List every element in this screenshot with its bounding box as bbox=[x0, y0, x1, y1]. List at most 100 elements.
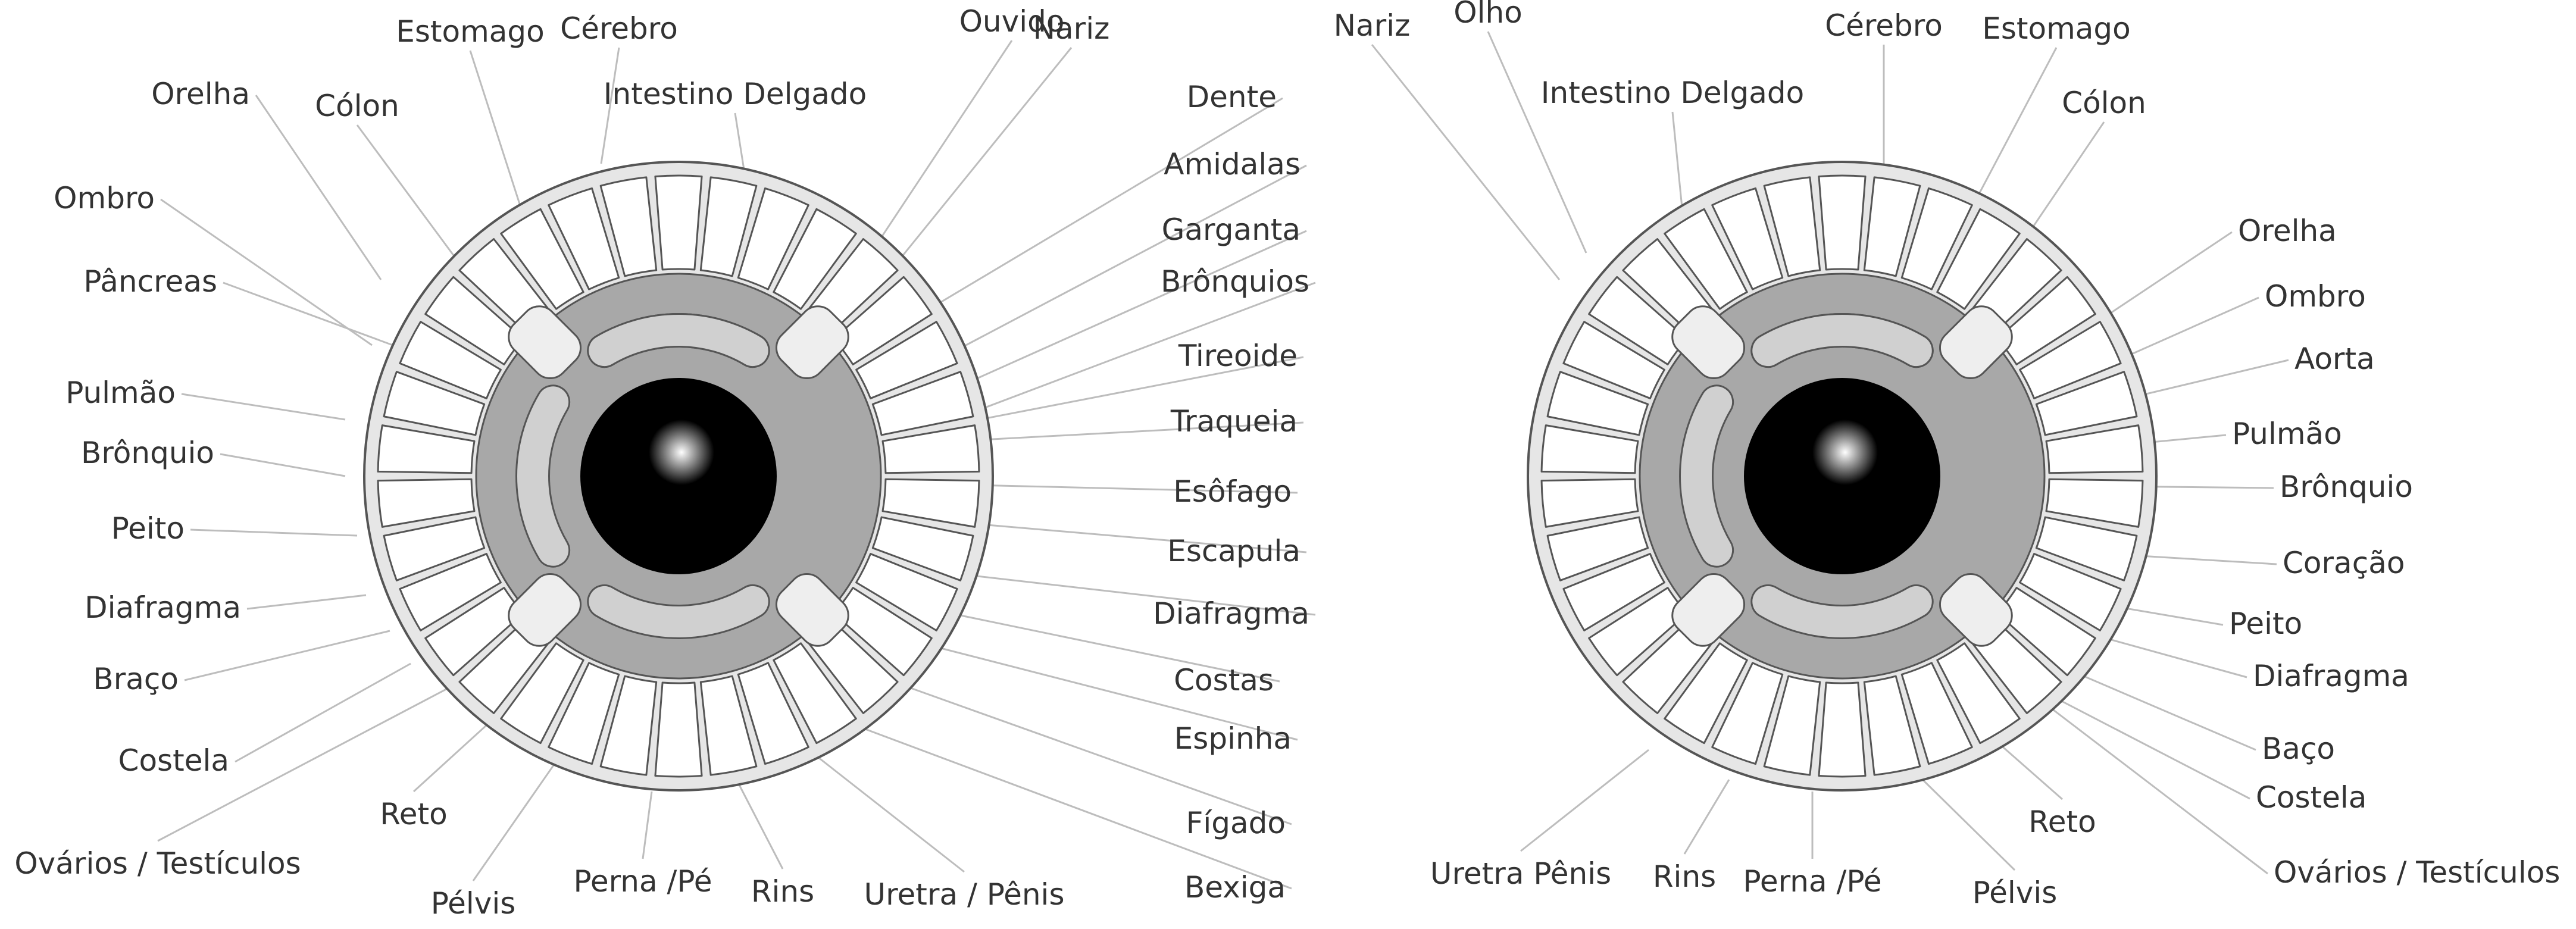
left-label-diafragma: Diafragma bbox=[85, 590, 241, 625]
left-segment bbox=[833, 587, 933, 677]
left-label-rins: Rins bbox=[751, 874, 814, 909]
right-segment bbox=[1763, 675, 1821, 776]
left-leader-line-uretra-penis-33 bbox=[812, 752, 965, 873]
left-pupil-highlight bbox=[649, 420, 714, 485]
right-label-costela: Costela bbox=[2256, 780, 2366, 815]
right-segment bbox=[1900, 662, 1973, 765]
right-segment bbox=[2035, 371, 2138, 436]
right-label-coracao: Coração bbox=[2283, 546, 2405, 580]
left-leader-line-bronquio-23 bbox=[220, 453, 346, 477]
left-label-diafragma: Diafragma bbox=[1153, 596, 1309, 631]
left-label-intestino-delgado: Intestino Delgado bbox=[604, 77, 867, 111]
left-leader-line-braco-26 bbox=[184, 630, 390, 681]
left-leader-line-ombro-20 bbox=[160, 198, 373, 346]
right-label-uretra-penis: Uretra Pênis bbox=[1430, 856, 1611, 891]
left-segment bbox=[377, 424, 476, 474]
left-label-colon: Cólon bbox=[315, 89, 399, 123]
right-label-perna-pe: Perna /Pé bbox=[1743, 864, 1881, 899]
left-segment bbox=[500, 208, 584, 310]
right-leader-line-nariz-0 bbox=[1371, 44, 1561, 280]
right-label-pelvis: Pélvis bbox=[1972, 875, 2058, 910]
left-segment bbox=[654, 681, 703, 778]
right-segment bbox=[1546, 516, 1649, 581]
left-segment bbox=[855, 553, 958, 631]
left-label-pancreas: Pâncreas bbox=[83, 264, 217, 299]
right-segment bbox=[1711, 187, 1784, 290]
left-leader-line-costela-27 bbox=[235, 662, 411, 763]
left-label-braco: Braço bbox=[93, 662, 179, 696]
right-label-nariz: Nariz bbox=[1334, 8, 1411, 43]
left-corner-node bbox=[775, 305, 849, 380]
left-iris-segments bbox=[377, 174, 980, 778]
left-corner-node bbox=[775, 573, 849, 647]
left-leader-line-ouvido-5 bbox=[874, 40, 1013, 248]
left-inner-arc bbox=[587, 584, 770, 639]
left-leader-line-tireoide-11 bbox=[964, 356, 1304, 424]
left-segment bbox=[424, 276, 524, 365]
right-leader-line-olho-1 bbox=[1487, 31, 1587, 254]
left-segment bbox=[399, 553, 502, 631]
right-segment bbox=[1588, 276, 1688, 365]
left-leader-line-bronquios-10 bbox=[961, 281, 1316, 418]
left-label-escapula: Escapula bbox=[1167, 534, 1300, 568]
right-segment bbox=[1863, 176, 1921, 277]
left-segment bbox=[773, 642, 857, 745]
right-corner-node bbox=[1671, 305, 1746, 380]
right-segment bbox=[1664, 642, 1748, 745]
right-segment bbox=[1818, 174, 1867, 271]
left-label-espinha: Espinha bbox=[1174, 721, 1292, 756]
left-label-bronquios: Brônquios bbox=[1161, 264, 1309, 299]
left-label-amidalas: Amidalas bbox=[1164, 147, 1300, 182]
left-segment bbox=[773, 208, 857, 310]
left-segment bbox=[737, 187, 809, 290]
right-leader-line-rins-20 bbox=[1683, 779, 1730, 855]
left-segment bbox=[399, 321, 502, 399]
left-leader-line-figado-18 bbox=[883, 677, 1292, 825]
right-label-pulmao: Pulmão bbox=[2232, 417, 2342, 451]
left-leader-line-bexiga-19 bbox=[833, 716, 1292, 890]
left-leader-line-pulmao-22 bbox=[181, 393, 346, 421]
left-label-cerebro: Cérebro bbox=[560, 11, 678, 46]
right-segment bbox=[1863, 675, 1921, 776]
left-label-ovarios-testiculos: Ovários / Testículos bbox=[14, 846, 301, 881]
left-leader-line-orelha-0 bbox=[255, 95, 382, 280]
right-pupil-highlight bbox=[1812, 420, 1878, 485]
right-leader-line-ovarios-testiculos-16 bbox=[2035, 695, 2268, 875]
left-label-ombro: Ombro bbox=[54, 181, 155, 215]
left-label-pelvis: Pélvis bbox=[431, 886, 516, 921]
right-inner-arc bbox=[1750, 584, 1934, 639]
right-inner-arc bbox=[1750, 313, 1934, 368]
left-label-figado: Fígado bbox=[1186, 806, 1286, 840]
left-segment bbox=[377, 478, 476, 528]
right-label-baco: Baço bbox=[2262, 731, 2335, 766]
right-segment bbox=[1546, 371, 1649, 436]
left-segment bbox=[871, 516, 974, 581]
right-label-reto: Reto bbox=[2028, 805, 2096, 839]
right-segment bbox=[2045, 424, 2144, 474]
left-leader-line-diafragma-25 bbox=[246, 594, 367, 610]
right-label-aorta: Aorta bbox=[2294, 342, 2375, 376]
right-segment bbox=[1664, 208, 1748, 310]
left-segment bbox=[654, 174, 703, 271]
left-leader-line-dente-7 bbox=[928, 97, 1283, 311]
left-segment bbox=[881, 424, 980, 474]
right-label-bronquio: Brônquio bbox=[2280, 470, 2413, 504]
left-segment bbox=[599, 176, 658, 277]
right-leader-line-uretra-penis-21 bbox=[1520, 749, 1649, 852]
left-segment bbox=[737, 662, 809, 765]
right-label-intestino-delgado: Intestino Delgado bbox=[1541, 76, 1804, 110]
left-segment bbox=[383, 371, 486, 436]
right-label-diafragma: Diafragma bbox=[2253, 659, 2409, 693]
left-leader-line-peito-24 bbox=[190, 528, 358, 537]
left-label-bronquio: Brônquio bbox=[81, 436, 214, 470]
left-label-tireoide: Tireoide bbox=[1178, 339, 1298, 373]
left-label-peito: Peito bbox=[111, 511, 185, 546]
left-label-costas: Costas bbox=[1174, 663, 1274, 697]
left-leader-line-espinha-17 bbox=[919, 642, 1298, 741]
right-leader-line-pelvis-18 bbox=[1915, 772, 2016, 871]
left-segment bbox=[383, 516, 486, 581]
right-inner-arc bbox=[1679, 384, 1734, 568]
left-leader-line-perna-pe-31 bbox=[642, 791, 653, 859]
